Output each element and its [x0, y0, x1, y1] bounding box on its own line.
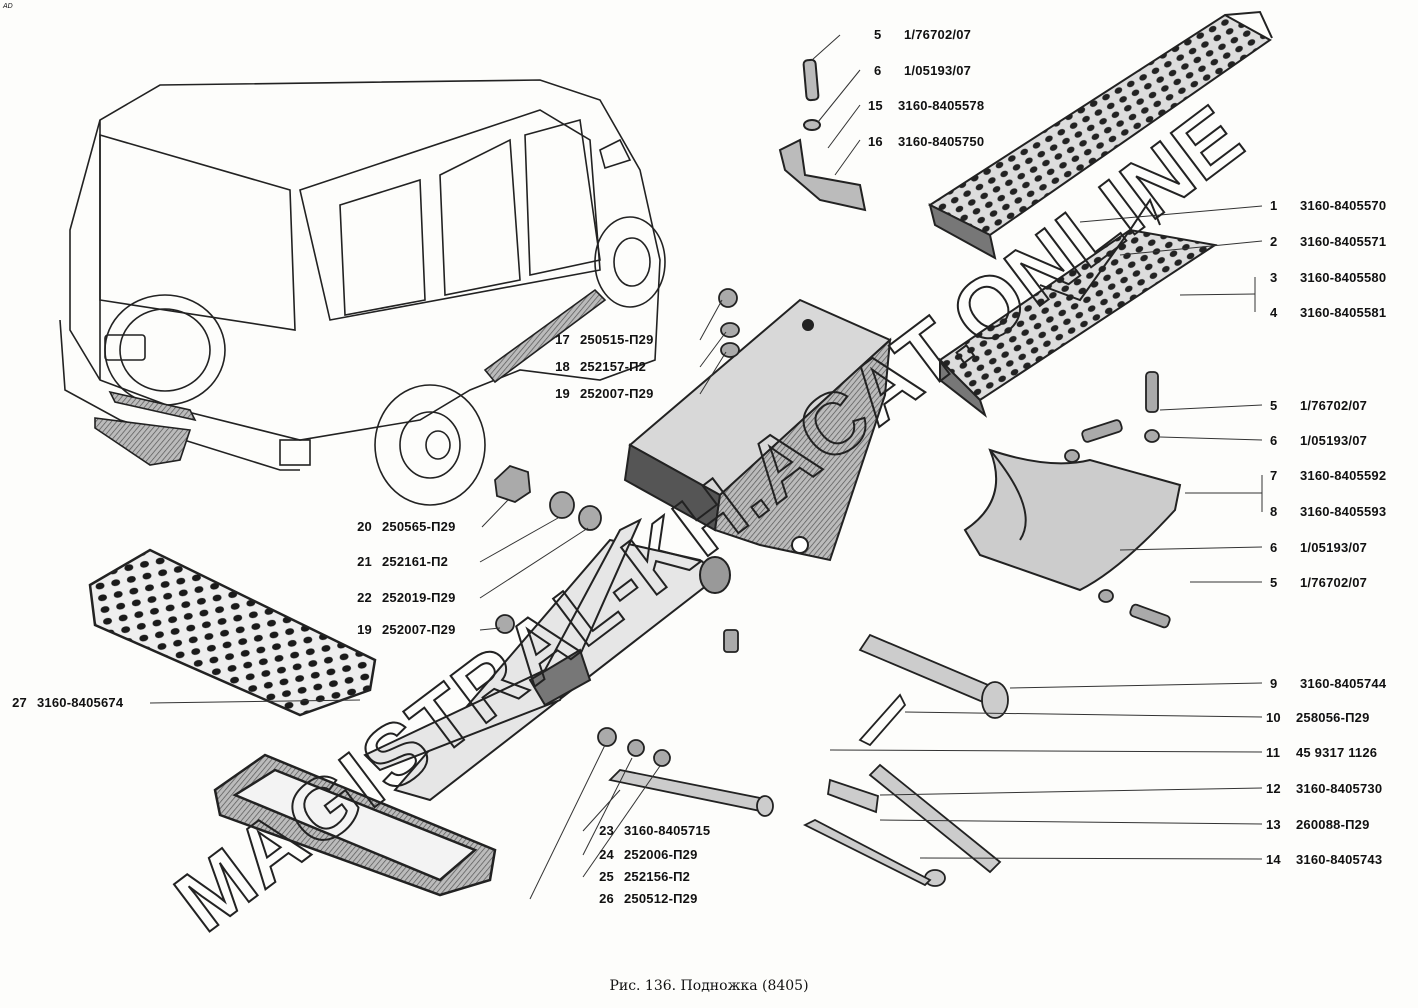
figure-caption: Рис. 136. Подножка (8405): [609, 978, 809, 994]
step-pad: [213, 753, 497, 897]
leader-lines: [149, 34, 1263, 900]
vehicle-illustration: [59, 79, 666, 506]
pins: [608, 633, 1009, 887]
running-board-upper: [927, 10, 1273, 260]
tread-pad: [88, 548, 377, 717]
upper-bracket: [778, 58, 867, 212]
main-bracket: [623, 298, 892, 562]
running-board-lower: [938, 197, 1218, 418]
mudguard-bracket: [963, 448, 1182, 592]
step-arm: [363, 517, 731, 802]
fasteners: [494, 288, 1171, 767]
corner-mark: AD: [3, 3, 13, 10]
